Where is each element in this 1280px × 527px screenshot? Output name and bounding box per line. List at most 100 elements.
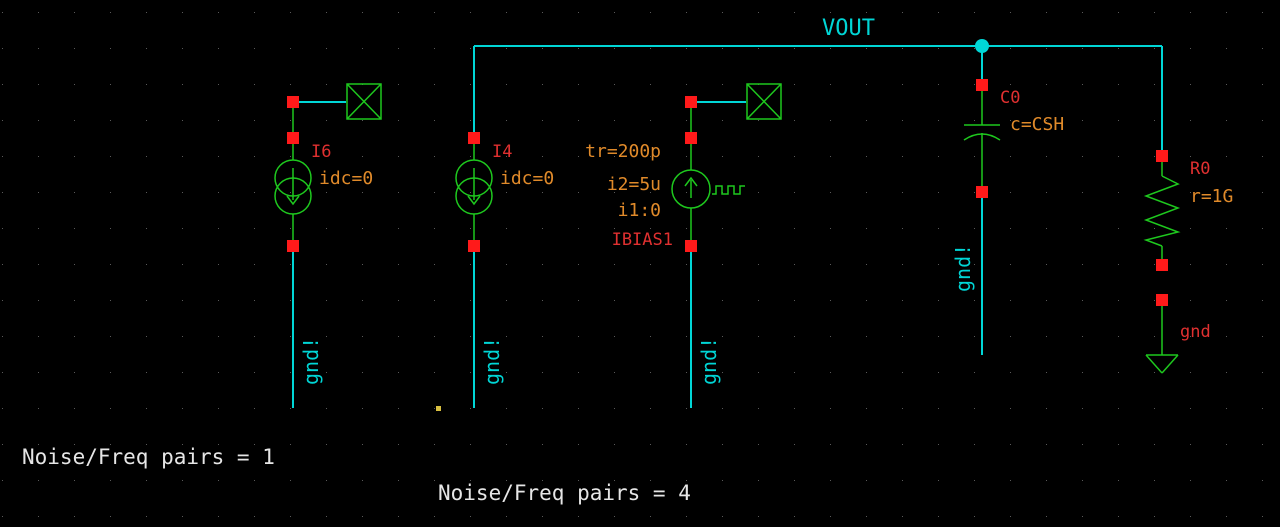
- grid-dot: [614, 516, 615, 517]
- grid-dot: [722, 84, 723, 85]
- pin[interactable]: [685, 240, 697, 252]
- param-i4-idc[interactable]: idc=0: [500, 168, 554, 189]
- grid-dot: [38, 84, 39, 85]
- pin[interactable]: [287, 132, 299, 144]
- net-label-gnd-ibias1[interactable]: gnd!: [697, 337, 721, 385]
- param-r0-r[interactable]: r=1G: [1190, 186, 1233, 207]
- grid-dot: [830, 156, 831, 157]
- grid-dot: [1046, 48, 1047, 49]
- instance-name-i4[interactable]: I4: [492, 142, 512, 162]
- grid-dot: [38, 300, 39, 301]
- grid-dot: [218, 84, 219, 85]
- grid-dot: [254, 300, 255, 301]
- grid-dot: [614, 480, 615, 481]
- grid-dot: [938, 120, 939, 121]
- param-c0-c[interactable]: c=CSH: [1010, 114, 1064, 135]
- note-noise-freq-4[interactable]: Noise/Freq pairs = 4: [438, 481, 691, 505]
- dc-current-source-icon[interactable]: [274, 102, 312, 246]
- grid-dot: [722, 300, 723, 301]
- instance-name-i6[interactable]: I6: [311, 142, 331, 162]
- noconn-icon[interactable]: [746, 83, 782, 120]
- net-label-gnd-c0[interactable]: gnd!: [951, 244, 975, 292]
- pin[interactable]: [1156, 294, 1168, 306]
- pin[interactable]: [1156, 150, 1168, 162]
- gnd-label-r0[interactable]: gnd: [1180, 322, 1211, 342]
- vout-junction[interactable]: [975, 39, 989, 53]
- pin[interactable]: [468, 240, 480, 252]
- grid-dot: [1226, 444, 1227, 445]
- grid-dot: [1226, 12, 1227, 13]
- param-ibias1-tr[interactable]: tr=200p: [585, 141, 661, 162]
- param-i6-idc[interactable]: idc=0: [319, 168, 373, 189]
- pin[interactable]: [685, 132, 697, 144]
- grid-dot: [938, 48, 939, 49]
- grid-dot: [434, 264, 435, 265]
- grid-dot: [2, 444, 3, 445]
- grid-dot: [110, 480, 111, 481]
- grid-dot: [470, 192, 471, 193]
- grid-dot: [470, 48, 471, 49]
- grid-dot: [578, 156, 579, 157]
- pin[interactable]: [976, 186, 988, 198]
- grid-dot: [290, 192, 291, 193]
- instance-name-ibias1[interactable]: IBIAS1: [612, 230, 673, 250]
- grid-dot: [182, 48, 183, 49]
- pin[interactable]: [1156, 259, 1168, 271]
- capacitor-icon[interactable]: [963, 85, 1001, 192]
- net-label-vout[interactable]: VOUT: [822, 16, 875, 41]
- grid-dot: [1262, 192, 1263, 193]
- resistor-icon[interactable]: [1143, 156, 1181, 355]
- grid-dot: [74, 192, 75, 193]
- pin[interactable]: [468, 132, 480, 144]
- noconn-icon[interactable]: [346, 83, 382, 120]
- pulse-current-source-icon[interactable]: [671, 102, 745, 246]
- grid-dot: [758, 156, 759, 157]
- grid-dot: [542, 48, 543, 49]
- param-ibias1-i2[interactable]: i2=5u: [607, 174, 661, 195]
- grid-dot: [542, 192, 543, 193]
- wires: [292, 45, 1163, 408]
- grid-dot: [542, 300, 543, 301]
- grid-dot: [2, 84, 3, 85]
- grid-dot: [542, 228, 543, 229]
- grid-dot: [542, 156, 543, 157]
- ground-icon[interactable]: [1145, 354, 1179, 374]
- instance-name-c0[interactable]: C0: [1000, 88, 1020, 108]
- pin[interactable]: [287, 240, 299, 252]
- grid-dot: [1046, 444, 1047, 445]
- note-noise-freq-1[interactable]: Noise/Freq pairs = 1: [22, 445, 275, 469]
- param-ibias1-i1[interactable]: i1:0: [618, 200, 661, 221]
- grid-dot: [218, 264, 219, 265]
- grid-dot: [326, 444, 327, 445]
- grid-dot: [686, 516, 687, 517]
- grid-dot: [1226, 228, 1227, 229]
- grid-dot: [938, 408, 939, 409]
- grid-dot: [1010, 372, 1011, 373]
- grid-dot: [74, 444, 75, 445]
- pin[interactable]: [976, 79, 988, 91]
- grid-dot: [1226, 192, 1227, 193]
- grid-dot: [1118, 300, 1119, 301]
- net-label-gnd-i4[interactable]: gnd!: [480, 337, 504, 385]
- grid-dot: [326, 156, 327, 157]
- grid-dot: [218, 408, 219, 409]
- instance-name-r0[interactable]: R0: [1190, 159, 1210, 179]
- pin[interactable]: [287, 96, 299, 108]
- grid-dot: [1226, 120, 1227, 121]
- grid-dot: [506, 192, 507, 193]
- grid-dot: [794, 264, 795, 265]
- grid-dot: [290, 84, 291, 85]
- grid-dot: [254, 120, 255, 121]
- dc-current-source-icon[interactable]: [455, 138, 493, 246]
- grid-dot: [650, 192, 651, 193]
- net-label-gnd-i6[interactable]: gnd!: [299, 337, 323, 385]
- grid-dot: [470, 300, 471, 301]
- grid-dot: [830, 372, 831, 373]
- pin[interactable]: [685, 96, 697, 108]
- grid-dot: [542, 84, 543, 85]
- grid-dot: [578, 12, 579, 13]
- grid-dot: [1082, 84, 1083, 85]
- grid-dot: [290, 516, 291, 517]
